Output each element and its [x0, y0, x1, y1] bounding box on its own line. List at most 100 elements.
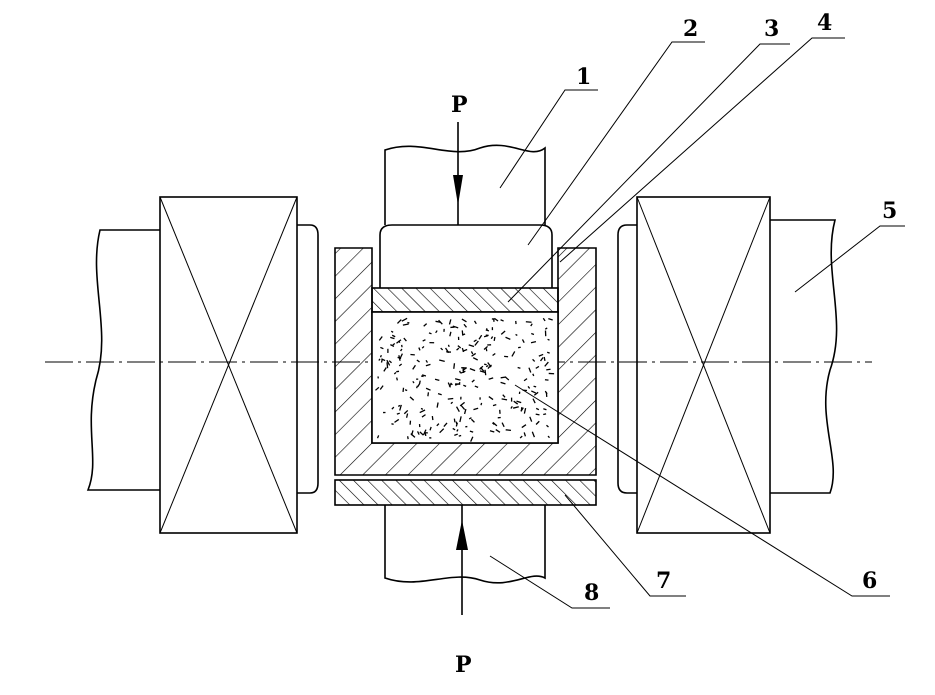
- stipple-mark: [388, 360, 392, 364]
- stipple-mark: [447, 397, 454, 400]
- top-force-arrow: [453, 122, 463, 225]
- stipple-mark: [470, 418, 475, 423]
- stipple-mark: [403, 409, 409, 415]
- stipple-mark: [500, 319, 504, 322]
- stipple-mark: [532, 358, 536, 362]
- stipple-mark: [517, 366, 521, 369]
- stipple-mark: [488, 396, 494, 401]
- stipple-mark: [435, 330, 438, 334]
- stipple-mark: [455, 406, 460, 412]
- stipple-mark: [473, 407, 479, 411]
- stipple-mark: [513, 400, 519, 405]
- stipple-mark: [492, 404, 497, 407]
- stipple-mark: [444, 347, 450, 354]
- stipple-mark: [391, 334, 396, 338]
- stipple-mark: [417, 382, 421, 388]
- stipple-mark: [379, 385, 384, 390]
- stipple-mark: [488, 377, 494, 380]
- stipple-mark: [390, 344, 395, 348]
- part-label-6: 6: [862, 568, 877, 594]
- stipple-mark: [530, 341, 537, 344]
- stipple-mark: [510, 406, 513, 409]
- stipple-mark: [391, 406, 395, 410]
- stipple-mark: [421, 345, 425, 349]
- stipple-mark: [547, 435, 550, 439]
- upper-punch: [379, 144, 553, 288]
- stipple-mark: [470, 351, 474, 355]
- stipple-mark: [533, 391, 539, 396]
- stipple-mark: [523, 378, 528, 382]
- stipple-mark: [535, 420, 540, 425]
- stipple-mark: [456, 429, 459, 432]
- part-label-5: 5: [882, 198, 897, 224]
- stipple-mark: [452, 427, 456, 431]
- stipple-mark: [392, 342, 396, 346]
- stipple-mark: [450, 401, 454, 405]
- stipple-mark: [456, 347, 460, 351]
- stipple-mark: [400, 348, 403, 352]
- stipple-mark: [535, 365, 540, 369]
- stipple-mark: [416, 359, 420, 363]
- stipple-mark: [399, 404, 402, 411]
- stipple-mark: [469, 367, 476, 372]
- part-label-8: 8: [584, 580, 599, 606]
- stipple-mark: [390, 330, 394, 333]
- stipple-mark: [458, 381, 461, 385]
- stipple-mark: [409, 396, 415, 401]
- stipple-mark: [461, 318, 467, 323]
- stipple-mark: [531, 332, 535, 336]
- stipple-mark: [448, 319, 452, 325]
- stipple-mark: [404, 389, 408, 392]
- stipple-mark: [453, 363, 456, 369]
- stipple-mark: [500, 330, 506, 335]
- stipple-mark: [460, 404, 466, 410]
- stipple-mark: [533, 385, 537, 388]
- stipple-mark: [447, 382, 452, 388]
- stipple-mark: [515, 333, 518, 336]
- stipple-mark: [528, 367, 532, 373]
- stipple-mark: [431, 415, 434, 421]
- stipple-mark: [422, 429, 427, 436]
- stipple-mark: [396, 412, 400, 415]
- lower-punch: [384, 505, 546, 584]
- stipple-mark: [419, 409, 426, 414]
- stipple-mark: [421, 374, 427, 377]
- stipple-mark: [396, 377, 398, 381]
- stipple-mark: [421, 375, 424, 378]
- part-label-1: 1: [576, 64, 591, 90]
- stipple-mark: [532, 398, 536, 404]
- stipple-mark: [543, 356, 546, 362]
- stipple-mark: [429, 426, 432, 431]
- stipple-mark: [525, 321, 532, 323]
- part-label-4: 4: [817, 10, 832, 36]
- stipple-mark: [463, 408, 467, 415]
- stipple-mark: [396, 339, 402, 344]
- stipple-mark: [471, 379, 475, 383]
- stipple-mark: [396, 319, 402, 324]
- stipple-mark: [500, 381, 506, 385]
- stipple-mark: [461, 330, 464, 336]
- stipple-mark: [483, 363, 487, 366]
- stipple-mark: [542, 317, 546, 322]
- stipple-mark: [532, 373, 535, 377]
- stipple-mark: [527, 385, 531, 389]
- stipple-mark: [523, 407, 527, 414]
- stipple-mark: [516, 400, 522, 404]
- stipple-mark: [378, 358, 381, 361]
- stipple-mark: [447, 344, 450, 348]
- stipple-mark: [418, 380, 421, 384]
- stipple-mark: [502, 394, 506, 398]
- left-shaft: [86, 229, 160, 491]
- stipple-mark: [420, 407, 424, 410]
- upper-plate: [371, 287, 559, 313]
- stipple-mark: [416, 431, 420, 435]
- stipple-mark: [539, 357, 544, 362]
- stipple-mark: [473, 339, 477, 343]
- stipple-mark: [403, 337, 407, 342]
- stipple-mark: [427, 392, 430, 397]
- stipple-mark: [480, 402, 483, 406]
- stipple-mark: [531, 390, 537, 394]
- stipple-mark: [505, 336, 511, 340]
- stipple-mark: [449, 331, 452, 337]
